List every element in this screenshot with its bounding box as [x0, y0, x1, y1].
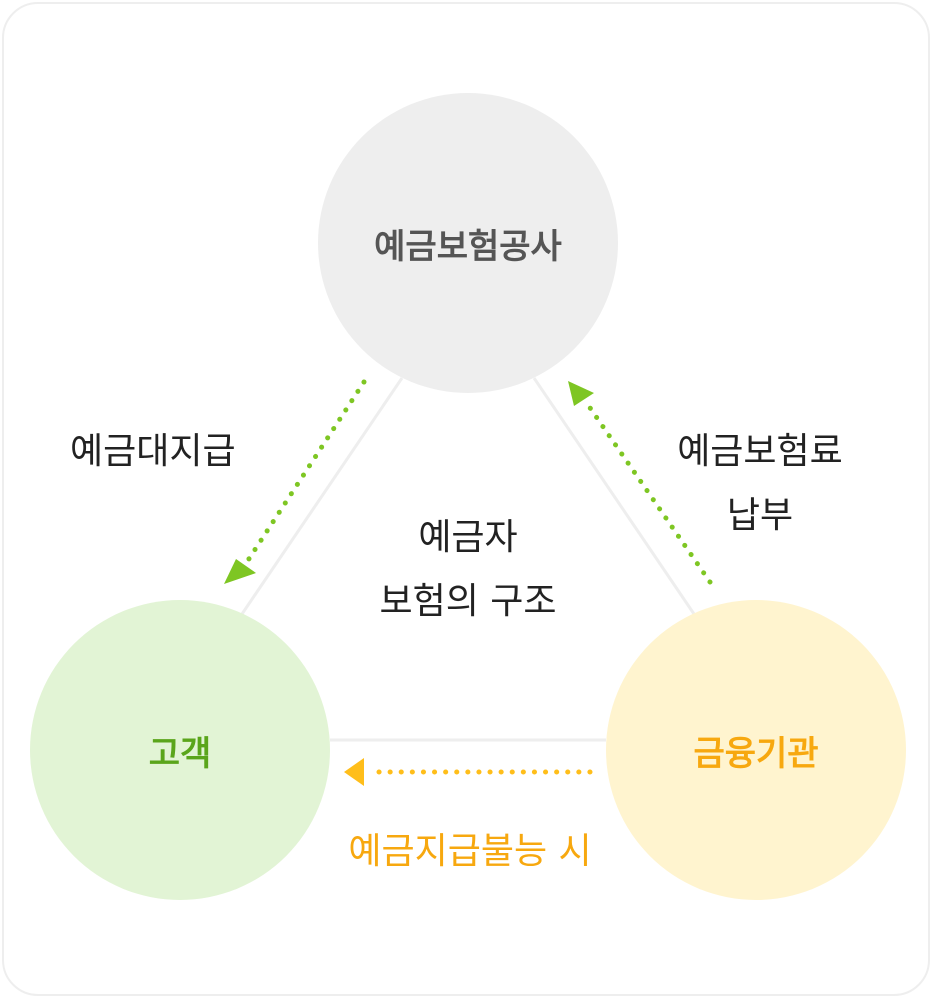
- payout-arrow-line: [240, 379, 367, 571]
- flow-label-payout: 예금대지급: [70, 431, 236, 472]
- node-label-kdic: 예금보험공사: [374, 226, 562, 267]
- flow-label-premium-line2: 납부: [726, 495, 794, 536]
- premium-arrowhead: [568, 381, 594, 406]
- center-caption-line2: 보험의 구조: [379, 581, 557, 622]
- node-customer: 고객: [30, 600, 330, 900]
- edge-kdic-institution: [532, 377, 696, 615]
- flow-label-premium-line1: 예금보험료: [677, 431, 843, 472]
- node-label-institution: 금융기관: [693, 733, 819, 774]
- node-label-customer: 고객: [148, 733, 212, 774]
- payout-arrowhead: [224, 559, 256, 584]
- node-deposit-insurance-corp: 예금보험공사: [318, 93, 618, 393]
- default-arrowhead: [344, 758, 364, 786]
- flow-label-default: 예금지급불능 시: [348, 831, 592, 872]
- flow-label-premium: 예금보험료 납부: [650, 420, 870, 548]
- center-caption: 예금자 보험의 구조: [318, 506, 618, 634]
- node-financial-institution: 금융기관: [606, 600, 906, 900]
- premium-arrow-line: [583, 399, 713, 585]
- center-caption-line1: 예금자: [418, 517, 518, 558]
- edge-kdic-customer: [240, 377, 404, 615]
